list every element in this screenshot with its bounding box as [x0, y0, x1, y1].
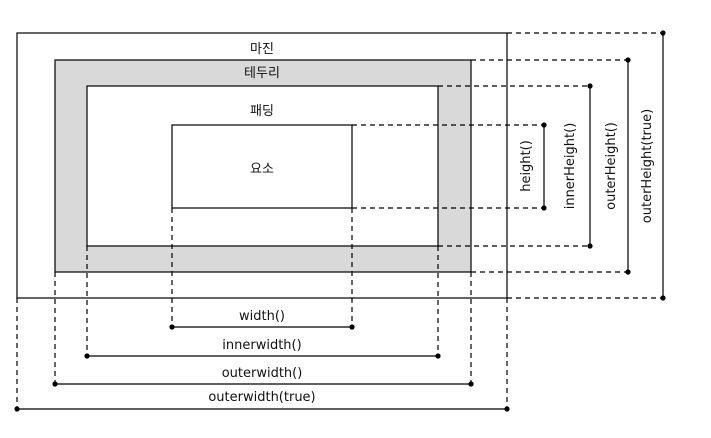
innerwidth-endpoint-left — [84, 353, 90, 359]
width-label: width() — [239, 309, 285, 324]
height-endpoint-bottom — [541, 205, 547, 211]
padding-label: 패딩 — [250, 104, 274, 119]
outerwidth-true-label: outerwidth(true) — [208, 390, 315, 405]
outerheight-endpoint-bottom — [625, 269, 631, 275]
width-endpoint-left — [169, 324, 175, 330]
height-endpoint-top — [541, 122, 547, 128]
outerwidth-endpoint-left — [52, 381, 58, 387]
width-endpoint-right — [349, 324, 355, 330]
innerheight-endpoint-top — [587, 83, 593, 89]
innerheight-label: innerHeight() — [563, 123, 578, 210]
outerwidth-label: outerwidth() — [222, 366, 303, 381]
outerheight-true-endpoint-bottom — [660, 295, 666, 301]
outerwidth-true-endpoint-right — [504, 406, 510, 412]
element-label: 요소 — [250, 162, 274, 177]
innerheight-endpoint-bottom — [587, 243, 593, 249]
height-label: height() — [519, 140, 534, 192]
innerwidth-label: innerwidth() — [222, 338, 301, 353]
margin-label: 마진 — [250, 42, 274, 57]
outerheight-endpoint-top — [625, 57, 631, 63]
outerheight-true-label: outerHeight(true) — [640, 109, 655, 223]
outerwidth-endpoint-right — [468, 381, 474, 387]
content-box — [171, 124, 353, 209]
outerwidth-true-endpoint-left — [14, 406, 20, 412]
innerwidth-endpoint-right — [435, 353, 441, 359]
outerheight-true-endpoint-top — [660, 30, 666, 36]
outerheight-label: outerHeight() — [604, 122, 619, 210]
border-label: 테두리 — [244, 66, 280, 81]
